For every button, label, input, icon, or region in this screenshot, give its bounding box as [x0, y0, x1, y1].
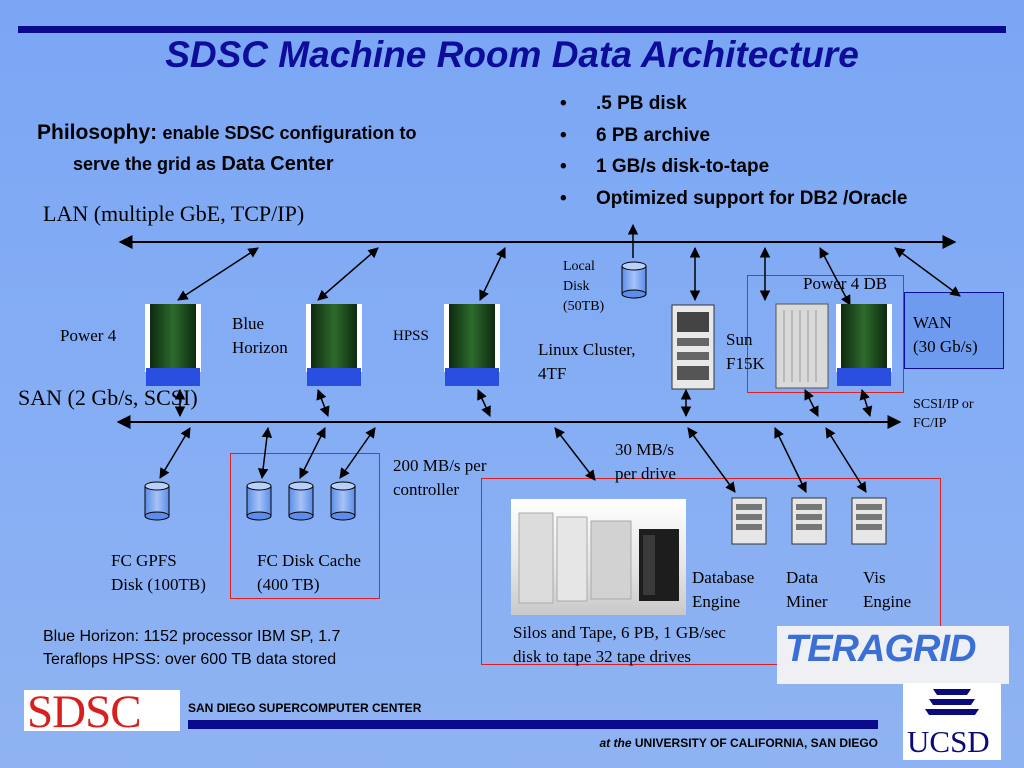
capacity-bullets: •.5 PB disk •6 PB archive •1 GB/s disk-t…: [560, 88, 907, 214]
wan-box: WAN (30 Gb/s): [904, 292, 1004, 369]
hpss-rack-icon: [444, 304, 500, 386]
san-link-blue-horizon: [316, 389, 330, 417]
wan-label: WAN: [913, 313, 952, 332]
data-miner-server-icon: [791, 497, 827, 545]
san-link-data-miner: [774, 427, 807, 493]
teragrid-logo: [777, 626, 1009, 684]
bullet-item: •6 PB archive: [560, 124, 711, 146]
lan-link-wan: [894, 247, 961, 297]
lan-link-hpss: [479, 247, 506, 301]
ucsd-logo: [903, 683, 1001, 760]
philosophy-lead: Philosophy:: [37, 121, 158, 144]
sdsc-logo-text: SDSC: [27, 686, 142, 738]
san-link-cache-1: [257, 426, 273, 480]
lan-link-power4: [177, 247, 259, 301]
bottom-rule: [188, 720, 878, 729]
footer-affiliation: at the UNIVERSITY OF CALIFORNIA, SAN DIE…: [599, 736, 879, 750]
teragrid-logo-text: TERAGRID: [785, 628, 976, 670]
lan-label: LAN (multiple GbE, TCP/IP): [43, 201, 305, 226]
bullet-item: •Optimized support for DB2 /Oracle: [560, 187, 908, 209]
san-label: SAN (2 Gb/s, SCSI): [18, 385, 198, 410]
san-link-gpfs: [159, 427, 191, 479]
san-link-sun: [804, 389, 819, 417]
philosophy-emphasis: Data Center: [221, 153, 334, 175]
center-name: SAN DIEGO SUPERCOMPUTER CENTER: [188, 701, 422, 715]
san-link-cache-2: [299, 427, 326, 479]
lan-link-power4db: [819, 247, 851, 306]
philosophy-text-2: serve the grid as: [73, 154, 217, 174]
tape-silo-icon: [518, 512, 679, 604]
local-disk-icon: [621, 261, 647, 299]
fc-cache-label: FC Disk Cache(400 TB): [257, 551, 361, 594]
linux-cluster-label: Linux Cluster,4TF: [538, 340, 636, 383]
sdsc-logo: [24, 690, 180, 731]
fc-gpfs-disk-icon: [144, 481, 170, 521]
ucsd-emblem-icon: [925, 689, 979, 715]
fc-disk-cache-icon-1: [246, 481, 272, 521]
philosophy-text-1: enable SDSC configuration to: [162, 123, 417, 143]
bullet-item: •.5 PB disk: [560, 93, 687, 114]
silos-tape-photo: [511, 499, 686, 615]
fc-disk-cache-icon-3: [330, 481, 356, 521]
power4db-label: Power 4 DB: [803, 274, 888, 293]
hpss-label: HPSS: [393, 328, 429, 344]
linux-cluster-server-icon: [671, 304, 715, 390]
san-link-cache-3: [339, 427, 376, 479]
blue-horizon-note: Blue Horizon: 1152 processor IBM SP, 1.7…: [43, 628, 341, 668]
power4db-rack-icon: [836, 304, 892, 386]
lan-link-blue-horizon: [317, 247, 379, 301]
sun-f15k-cabinet-icon: [775, 303, 829, 389]
blue-horizon-rack-icon: [306, 304, 362, 386]
san-link-silos: [554, 427, 596, 481]
philosophy-statement: Philosophy: enable SDSC configuration to…: [37, 118, 537, 180]
database-engine-server-icon: [731, 497, 767, 545]
slide-title: SDSC Machine Room Data Architecture: [165, 34, 859, 75]
power4-label: Power 4: [60, 326, 117, 345]
top-rule: [18, 26, 1006, 33]
san-link-hpss: [477, 389, 491, 417]
wan-speed: (30 Gb/s): [913, 337, 978, 356]
fc-disk-cache-icon-2: [288, 481, 314, 521]
san-link-db-engine: [687, 427, 736, 493]
vis-engine-server-icon: [851, 497, 887, 545]
san-link-power4db: [859, 388, 873, 418]
san-link-vis-engine: [825, 427, 867, 493]
power4-rack-icon: [145, 304, 201, 386]
bullet-item: •1 GB/s disk-to-tape: [560, 156, 770, 177]
ucsd-logo-text: UCSD: [907, 724, 990, 759]
